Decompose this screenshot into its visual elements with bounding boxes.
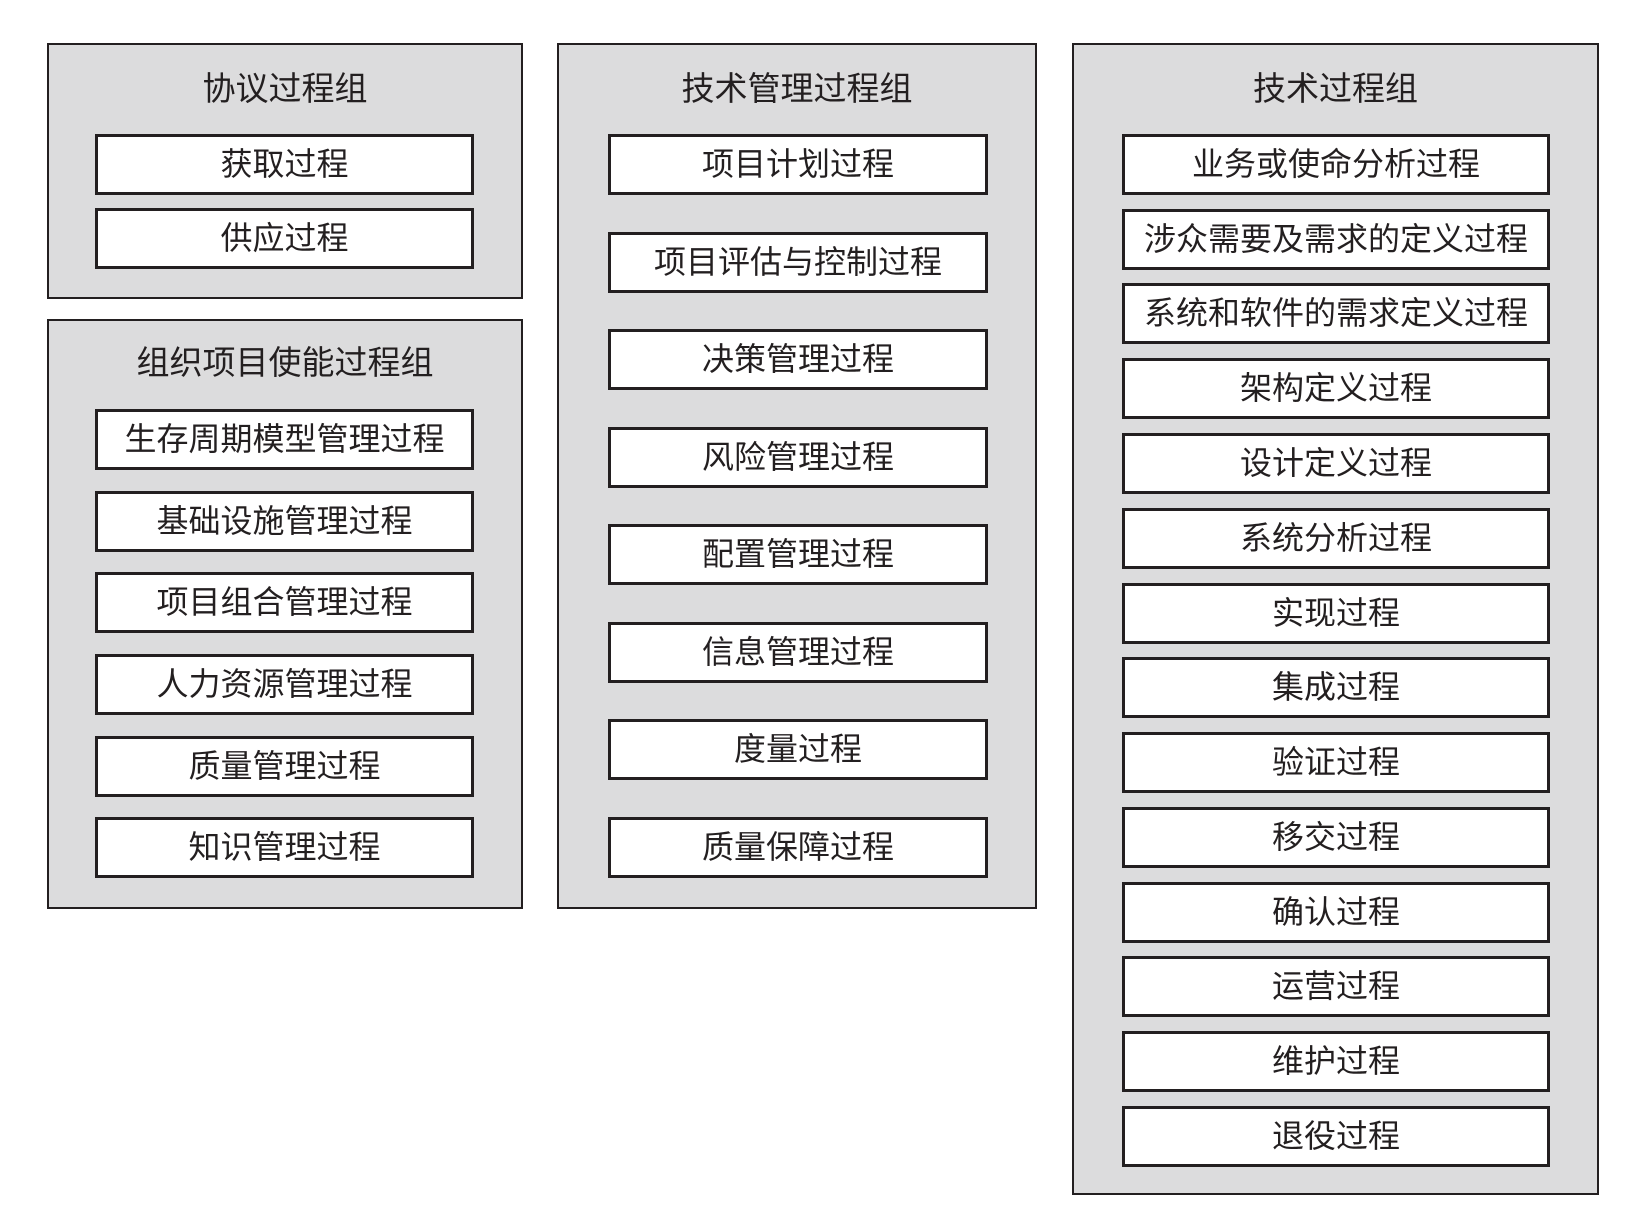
process-box-stakeholder-needs-requirements-definition: 涉众需要及需求的定义过程 xyxy=(1122,209,1550,270)
process-box-architecture-definition: 架构定义过程 xyxy=(1122,358,1550,419)
org-project-enabling-process-group: 组织项目使能过程组 生存周期模型管理过程 基础设施管理过程 项目组合管理过程 人… xyxy=(47,319,523,909)
agreement-process-group: 协议过程组 获取过程 供应过程 xyxy=(47,43,523,299)
process-box-business-mission-analysis: 业务或使命分析过程 xyxy=(1122,134,1550,195)
process-box-decision-management: 决策管理过程 xyxy=(608,329,988,390)
process-box-transition: 移交过程 xyxy=(1122,807,1550,868)
technical-group-title: 技术过程组 xyxy=(1253,69,1418,108)
technical-management-process-group: 技术管理过程组 项目计划过程 项目评估与控制过程 决策管理过程 风险管理过程 配… xyxy=(557,43,1037,909)
process-box-maintenance: 维护过程 xyxy=(1122,1031,1550,1092)
tech-management-group-title: 技术管理过程组 xyxy=(681,69,913,108)
process-box-system-analysis: 系统分析过程 xyxy=(1122,508,1550,569)
technical-process-group: 技术过程组 业务或使命分析过程 涉众需要及需求的定义过程 系统和软件的需求定义过… xyxy=(1072,43,1599,1195)
process-box-infrastructure-management: 基础设施管理过程 xyxy=(95,491,474,552)
process-box-design-definition: 设计定义过程 xyxy=(1122,433,1550,494)
process-box-supply: 供应过程 xyxy=(95,208,474,269)
process-box-verification: 验证过程 xyxy=(1122,732,1550,793)
agreement-group-title: 协议过程组 xyxy=(202,69,368,108)
process-box-risk-management: 风险管理过程 xyxy=(608,427,988,488)
process-box-acquisition: 获取过程 xyxy=(95,134,474,195)
process-box-information-management: 信息管理过程 xyxy=(608,622,988,683)
process-box-implementation: 实现过程 xyxy=(1122,583,1550,644)
process-box-portfolio-management: 项目组合管理过程 xyxy=(95,572,474,633)
process-box-human-resource-management: 人力资源管理过程 xyxy=(95,654,474,715)
process-box-integration: 集成过程 xyxy=(1122,657,1550,718)
process-box-disposal: 退役过程 xyxy=(1122,1106,1550,1167)
process-box-measurement: 度量过程 xyxy=(608,719,988,780)
process-box-lifecycle-model-management: 生存周期模型管理过程 xyxy=(95,409,474,470)
process-box-project-planning: 项目计划过程 xyxy=(608,134,988,195)
process-box-project-assessment-control: 项目评估与控制过程 xyxy=(608,232,988,293)
process-box-system-software-requirements-definition: 系统和软件的需求定义过程 xyxy=(1122,283,1550,344)
process-box-configuration-management: 配置管理过程 xyxy=(608,524,988,585)
process-box-knowledge-management: 知识管理过程 xyxy=(95,817,474,878)
org-enabling-group-title: 组织项目使能过程组 xyxy=(136,343,434,382)
process-box-operation: 运营过程 xyxy=(1122,956,1550,1017)
process-box-validation: 确认过程 xyxy=(1122,882,1550,943)
process-box-quality-assurance: 质量保障过程 xyxy=(608,817,988,878)
process-box-quality-management: 质量管理过程 xyxy=(95,736,474,797)
